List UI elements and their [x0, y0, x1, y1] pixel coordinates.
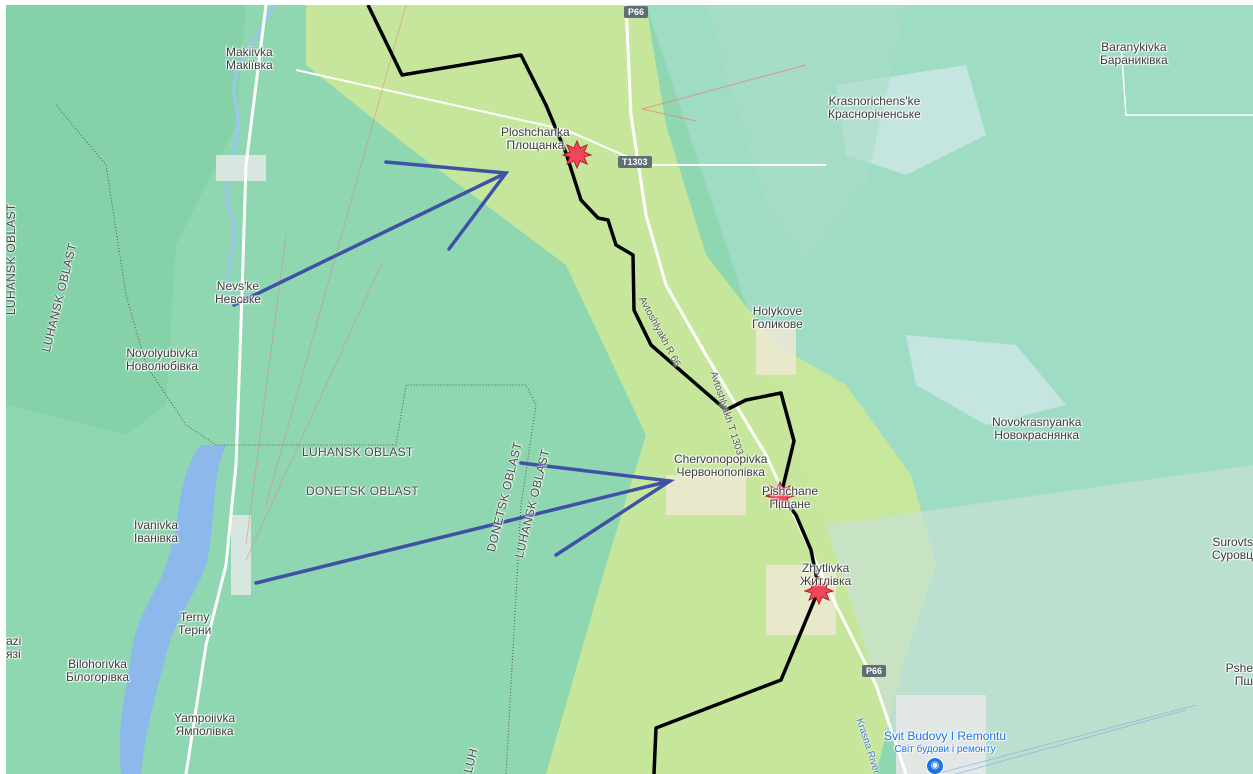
oblast-label-luhansk: LUHANSK OBLAST [302, 445, 414, 459]
oblast-label-luhansk-far-left: LUHANSK OBLAST [6, 203, 18, 315]
oblast-label-donetsk: DONETSK OBLAST [306, 484, 419, 498]
road-shield-r66-bottom: P66 [862, 665, 887, 677]
explosion-star-icon [561, 139, 835, 606]
map-view[interactable]: P66 P66 T1303 Avtoshlyakh R 66 Avtoshlya… [6, 5, 1253, 774]
attack-arrow-north [232, 160, 510, 307]
shopping-bag-icon[interactable]: ◉ [926, 757, 944, 774]
attack-arrow-south [254, 461, 675, 585]
front-line [366, 5, 821, 774]
road-shield-r66-top: P66 [624, 6, 649, 18]
road-shield-t1303: T1303 [618, 156, 652, 168]
terrain-map [6, 5, 1253, 774]
poi-label-store[interactable]: Svit Budovy I Remontu Світ будови і ремо… [884, 729, 1007, 756]
